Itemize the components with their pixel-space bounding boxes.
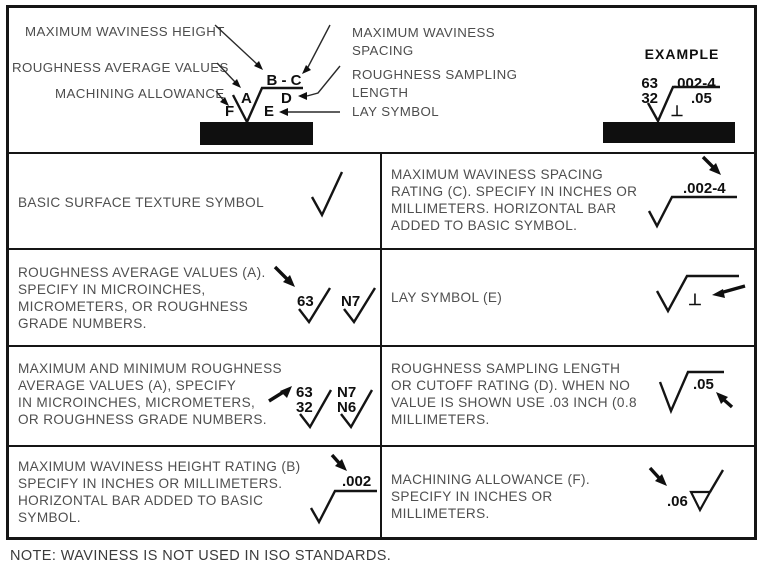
min-roughness-value: 32 [296, 399, 313, 416]
row-divider [7, 345, 757, 347]
row-divider [7, 445, 757, 447]
cell-basic-symbol-text: BASIC SURFACE TEXTURE SYMBOL [18, 195, 264, 210]
example-max-roughness: 63 [641, 75, 658, 92]
roughness-value-grade: N7 [341, 293, 360, 310]
max-grade-value: N7 [337, 384, 356, 401]
cell-machining-allowance-text: MACHINING ALLOWANCE (F). SPECIFY IN INCH… [391, 472, 590, 521]
column-divider [380, 152, 382, 539]
leader-arrow-sampling-length-icon [298, 65, 341, 100]
surface-bar [200, 122, 313, 145]
row-divider [7, 152, 757, 154]
waviness-height-symbol-icon: .002 [309, 453, 377, 525]
example-surface-texture-symbol [646, 85, 720, 124]
cell-waviness-height-text: MAXIMUM WAVINESS HEIGHT RATING (B) SPECI… [18, 459, 301, 525]
label-max-waviness-spacing-1: MAXIMUM WAVINESS [352, 25, 495, 40]
pointer-arrow-icon [273, 265, 295, 287]
label-roughness-average-values: ROUGHNESS AVERAGE VALUES [12, 60, 229, 75]
sampling-length-value: .05 [693, 376, 714, 393]
lay-symbol-icon: ⊥ [655, 274, 746, 314]
label-lay-symbol: LAY SYMBOL [352, 104, 439, 119]
example-cutoff-rating: .05 [691, 90, 712, 107]
sampling-length-symbol-icon: .05 [658, 370, 734, 415]
example-min-roughness: 32 [641, 90, 658, 107]
leader-arrow-waviness-height-icon [214, 24, 263, 70]
pointer-arrow-icon [701, 155, 721, 175]
cell-sampling-length-text: ROUGHNESS SAMPLING LENGTH OR CUTOFF RATI… [391, 361, 637, 427]
roughness-value-microinches: 63 [297, 293, 314, 310]
surface-symbol-diagram: MAXIMUM WAVINESS HEIGHT ROUGHNESS AVERAG… [12, 24, 735, 145]
pointer-arrow-icon [268, 386, 292, 403]
minmax-roughness-symbols-icon: 63 32 N7 N6 [268, 384, 374, 430]
material-removal-triangle [689, 490, 712, 513]
example-title: EXAMPLE [645, 46, 720, 62]
machining-allowance-symbol-icon: .06 [648, 466, 725, 513]
cell-minmax-roughness-text: MAXIMUM AND MINIMUM ROUGHNESS AVERAGE VA… [18, 361, 282, 427]
cell-waviness-spacing-text: MAXIMUM WAVINESS SPACING RATING (C). SPE… [391, 167, 638, 233]
max-roughness-value: 63 [296, 384, 313, 401]
label-max-waviness-spacing-2: SPACING [352, 43, 414, 58]
machining-allowance-value: .06 [667, 493, 688, 510]
leader-arrow-lay-symbol-icon [279, 108, 340, 116]
example-lay-symbol: ⊥ [670, 103, 683, 120]
surface-texture-symbol [231, 86, 303, 125]
waviness-spacing-value: .002-4 [683, 180, 726, 197]
cell-roughness-average-text: ROUGHNESS AVERAGE VALUES (A). SPECIFY IN… [18, 265, 266, 331]
pointer-arrow-icon [330, 453, 347, 471]
symbol-letter-bc: B - C [267, 72, 302, 89]
lay-direction-symbol: ⊥ [688, 292, 702, 309]
min-grade-value: N6 [337, 399, 356, 416]
label-max-waviness-height: MAXIMUM WAVINESS HEIGHT [25, 24, 225, 39]
leader-arrow-roughness-average-icon [216, 62, 241, 88]
symbol-letter-d: D [281, 90, 292, 107]
waviness-height-value: .002 [342, 473, 371, 490]
pointer-arrow-icon [716, 392, 734, 409]
leader-arrow-machining-allowance-icon [215, 90, 229, 106]
cell-lay-symbol-text: LAY SYMBOL (E) [391, 290, 503, 305]
leader-arrow-waviness-spacing-icon [302, 24, 331, 74]
symbol-letter-f: F [225, 103, 234, 120]
symbol-letter-e: E [264, 103, 274, 120]
roughness-average-symbols-icon: 63 N7 [273, 265, 377, 325]
basic-surface-texture-symbol-icon [310, 171, 344, 218]
symbol-letter-a: A [241, 90, 252, 107]
pointer-arrow-icon [712, 284, 746, 298]
pointer-arrow-icon [648, 466, 667, 486]
example-surface-bar [603, 122, 735, 143]
note-text: NOTE: WAVINESS IS NOT USED IN ISO STANDA… [10, 548, 392, 564]
label-roughness-sampling-1: ROUGHNESS SAMPLING [352, 67, 517, 82]
row-divider [7, 248, 757, 250]
label-machining-allowance: MACHINING ALLOWANCE [55, 86, 225, 101]
waviness-spacing-symbol-icon: .002-4 [647, 155, 737, 229]
label-roughness-sampling-2: LENGTH [352, 85, 408, 100]
